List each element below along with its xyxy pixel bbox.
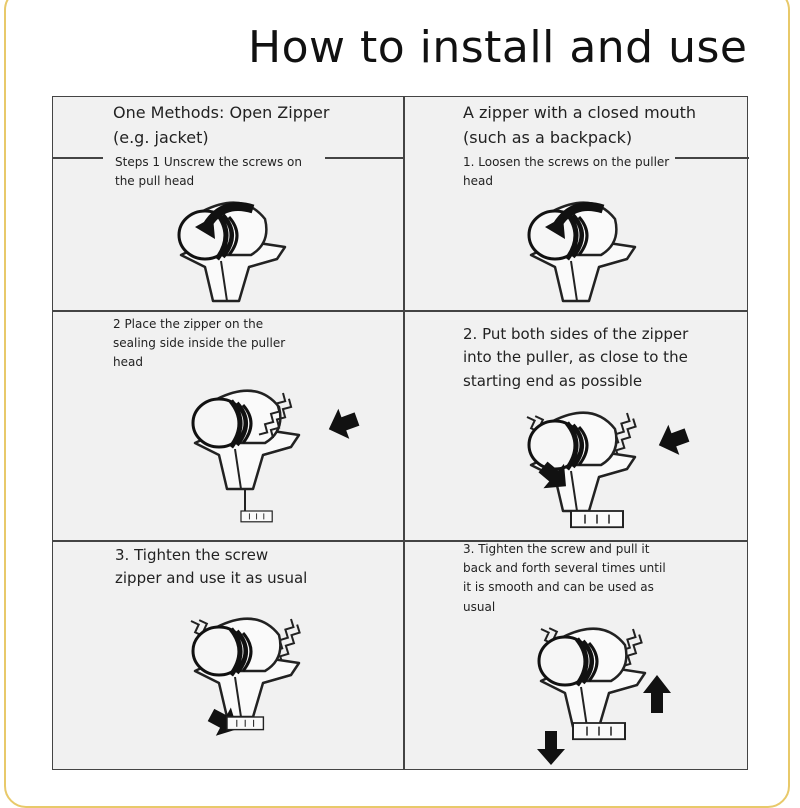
left-header-line-2: (e.g. jacket) — [113, 127, 209, 147]
right-step-1-illustration — [523, 197, 643, 307]
right-step-3-illustration — [533, 623, 671, 765]
page-title: How to install and use — [248, 22, 748, 73]
left-step-1-text: Steps 1 Unscrew the screws on the pull h… — [115, 153, 302, 191]
left-header: One Methods: Open Zipper (e.g. jacket) — [113, 101, 329, 151]
left-header-line-1: One Methods: Open Zipper — [113, 103, 330, 122]
right-step-3-line-1: 3. Tighten the screw and pull it — [463, 542, 650, 556]
right-step-1-text: 1. Loosen the screws on the puller head — [463, 153, 669, 191]
arrow-up-icon — [643, 675, 671, 713]
left-step-1-line-1: Steps 1 Unscrew the screws on — [115, 155, 302, 169]
right-step-3-line-3: it is smooth and can be used as — [463, 580, 654, 595]
left-step-2-line-3: head — [113, 355, 143, 370]
left-step-2-illustration — [187, 385, 363, 523]
row-divider-2 — [53, 540, 747, 542]
column-divider — [403, 97, 405, 769]
left-step-3-illustration — [190, 615, 305, 744]
right-step-2-illustration — [526, 407, 693, 529]
right-step-2-line-2: into the puller, as close to the — [463, 348, 688, 367]
right-step-1-line-2: head — [463, 174, 493, 189]
right-header-line-2: (such as a backpack) — [463, 127, 633, 147]
instruction-grid: One Methods: Open Zipper (e.g. jacket) S… — [52, 96, 749, 770]
right-step-3-text: 3. Tighten the screw and pull it back an… — [463, 540, 666, 617]
row-divider-1 — [53, 310, 747, 312]
left-step-1-line-2: the pull head — [115, 174, 195, 189]
left-header-rule-right — [325, 157, 403, 159]
right-step-2-line-1: 2. Put both sides of the zipper — [463, 325, 689, 343]
left-step-1-illustration — [173, 197, 293, 307]
left-step-2-line-1: 2 Place the zipper on the — [113, 317, 264, 331]
right-step-3-line-4: usual — [463, 599, 496, 614]
left-step-3-line-2: zipper and use it as usual — [115, 569, 308, 588]
left-step-3-text: 3. Tighten the screw zipper and use it a… — [115, 544, 307, 591]
left-step-2-line-2: sealing side inside the puller — [113, 336, 286, 351]
left-step-3-line-1: 3. Tighten the screw — [115, 546, 269, 564]
left-header-rule-left — [53, 157, 103, 159]
right-header: A zipper with a closed mouth (such as a … — [463, 101, 696, 151]
arrow-down-icon — [537, 731, 565, 765]
right-step-2-line-3: starting end as possible — [463, 371, 643, 390]
right-header-rule — [675, 157, 749, 159]
right-step-1-line-1: 1. Loosen the screws on the puller — [463, 155, 670, 169]
right-header-line-1: A zipper with a closed mouth — [463, 103, 696, 122]
right-step-3-line-2: back and forth several times until — [463, 561, 666, 576]
right-step-2-text: 2. Put both sides of the zipper into the… — [463, 323, 688, 393]
left-step-2-text: 2 Place the zipper on the sealing side i… — [113, 315, 285, 373]
